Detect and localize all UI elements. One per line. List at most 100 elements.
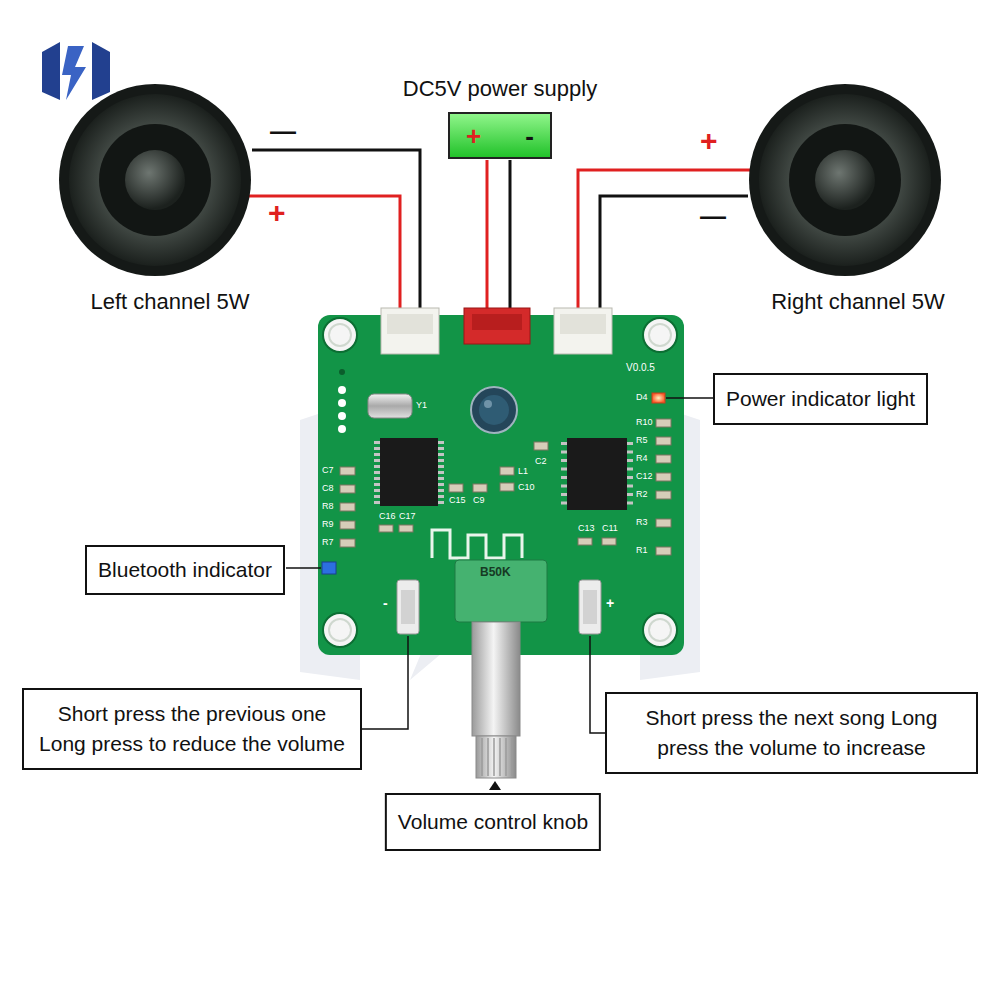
ic-pins (374, 441, 380, 504)
silkscreen-label: R4 (636, 454, 648, 463)
silkscreen-label: R1 (636, 546, 648, 555)
pcb-antenna (432, 530, 522, 558)
silkscreen-label: C10 (518, 483, 535, 492)
mounting-hole (323, 318, 357, 352)
silkscreen-label: R9 (322, 520, 334, 529)
speaker-node: Left channel 5W (55, 83, 285, 315)
silkscreen-label-holder: R3 (636, 518, 648, 527)
silkscreen-label: R8 (322, 502, 334, 511)
silkscreen-label: C15 (449, 496, 466, 505)
ic-pins (438, 441, 444, 504)
pcb-board (318, 315, 684, 655)
leader-lines (286, 398, 713, 733)
smd-part (473, 484, 487, 492)
smd-part (500, 483, 514, 491)
smd-part (399, 525, 413, 532)
callout-text: Short press the next song Long press the… (618, 703, 965, 764)
silkscreen-label-holder: - (383, 596, 388, 610)
silkscreen-label-holder: L1 (518, 467, 528, 476)
speaker-icon (55, 83, 285, 283)
hole-ring (649, 324, 671, 346)
capacitor-top (479, 395, 509, 425)
smd-part (534, 442, 548, 450)
callout-text: Power indicator light (726, 384, 915, 414)
silkscreen-label-holder: C7 (322, 466, 334, 475)
speaker-connector (381, 308, 439, 354)
silkscreen-label: R2 (636, 490, 648, 499)
callout-body: Bluetooth indicator (98, 555, 272, 585)
silkscreen-label: - (383, 596, 388, 610)
silkscreen-label: R3 (636, 518, 648, 527)
speaker-frame (59, 84, 251, 276)
silkscreen-label: C2 (535, 457, 547, 466)
silkscreen-label-holder: C8 (322, 484, 334, 493)
smd-part (379, 525, 393, 532)
wire-polarity: + (700, 126, 718, 156)
polarity-label-holder: + (700, 126, 718, 156)
ic-pins (561, 442, 567, 508)
speaker-dome (815, 150, 875, 210)
wires (247, 150, 752, 312)
callout-text: Bluetooth indicator (98, 555, 272, 585)
polarity-label-holder: — (270, 118, 296, 144)
header-pad (338, 425, 346, 433)
logo-bolt (62, 46, 86, 100)
wire-black (252, 150, 420, 312)
brand-logo (42, 42, 110, 100)
polarity-mark: + (466, 123, 481, 149)
silkscreen-label: C13 (578, 524, 595, 533)
wire-red (247, 196, 400, 312)
silkscreen-label: C7 (322, 466, 334, 475)
connector-slot (387, 314, 433, 334)
hole-ring (649, 619, 671, 641)
silkscreen-label: C9 (473, 496, 485, 505)
knurl-lines (482, 738, 512, 776)
smd-part (656, 491, 671, 499)
wire-black (600, 196, 748, 312)
speaker-node: Right channel 5W (743, 83, 973, 315)
leader-line (590, 636, 605, 733)
hole-ring (329, 619, 351, 641)
smd-part (340, 521, 355, 529)
silkscreen-label: C17 (399, 512, 416, 521)
silkscreen-label-holder: C11 (602, 524, 618, 533)
button-cap (583, 590, 597, 624)
power-led (652, 393, 665, 403)
silkscreen-label-holder: C9 (473, 496, 485, 505)
speaker-surround (759, 94, 931, 266)
leader-line (666, 397, 713, 399)
polarity-label-holder: + (268, 198, 286, 228)
callout-box: Short press the next song Long press the… (605, 692, 978, 774)
silkscreen-label-holder: R9 (322, 520, 334, 529)
bluetooth-led (322, 562, 336, 574)
smd-part (656, 473, 671, 481)
callout-body: Power indicator light (726, 384, 915, 414)
smd-part (656, 547, 671, 555)
silkscreen-label-holder: R5 (636, 436, 648, 445)
silkscreen-label-holder: C2 (535, 457, 547, 466)
button-previous (397, 580, 419, 634)
callout-body: Volume control knob (398, 807, 588, 837)
smd-part (602, 538, 616, 545)
smd-part (656, 437, 671, 445)
wire-polarity: — (700, 203, 726, 229)
silkscreen-label-holder: B50K (480, 566, 511, 578)
silkscreen-label-holder: R1 (636, 546, 648, 555)
silkscreen-label: C11 (602, 524, 618, 533)
silkscreen-label: R7 (322, 538, 334, 547)
silkscreen-label-holder: + (606, 596, 614, 610)
silkscreen-label-holder: C16 (379, 512, 396, 521)
speaker-cone (789, 124, 901, 236)
speaker-icon (743, 83, 973, 283)
callout-box: Short press the previous one Long press … (22, 688, 362, 770)
silkscreen-label-holder: C17 (399, 512, 416, 521)
smd-part (340, 485, 355, 493)
pointer-triangle (489, 781, 501, 790)
supply-title: DC5V power supply (403, 76, 597, 102)
silkscreen-label: Y1 (416, 401, 427, 410)
electrolytic-capacitor (471, 387, 517, 433)
silkscreen-label-holder: R10 (636, 418, 653, 427)
wire-black (509, 160, 512, 312)
logo-bar (92, 42, 110, 100)
